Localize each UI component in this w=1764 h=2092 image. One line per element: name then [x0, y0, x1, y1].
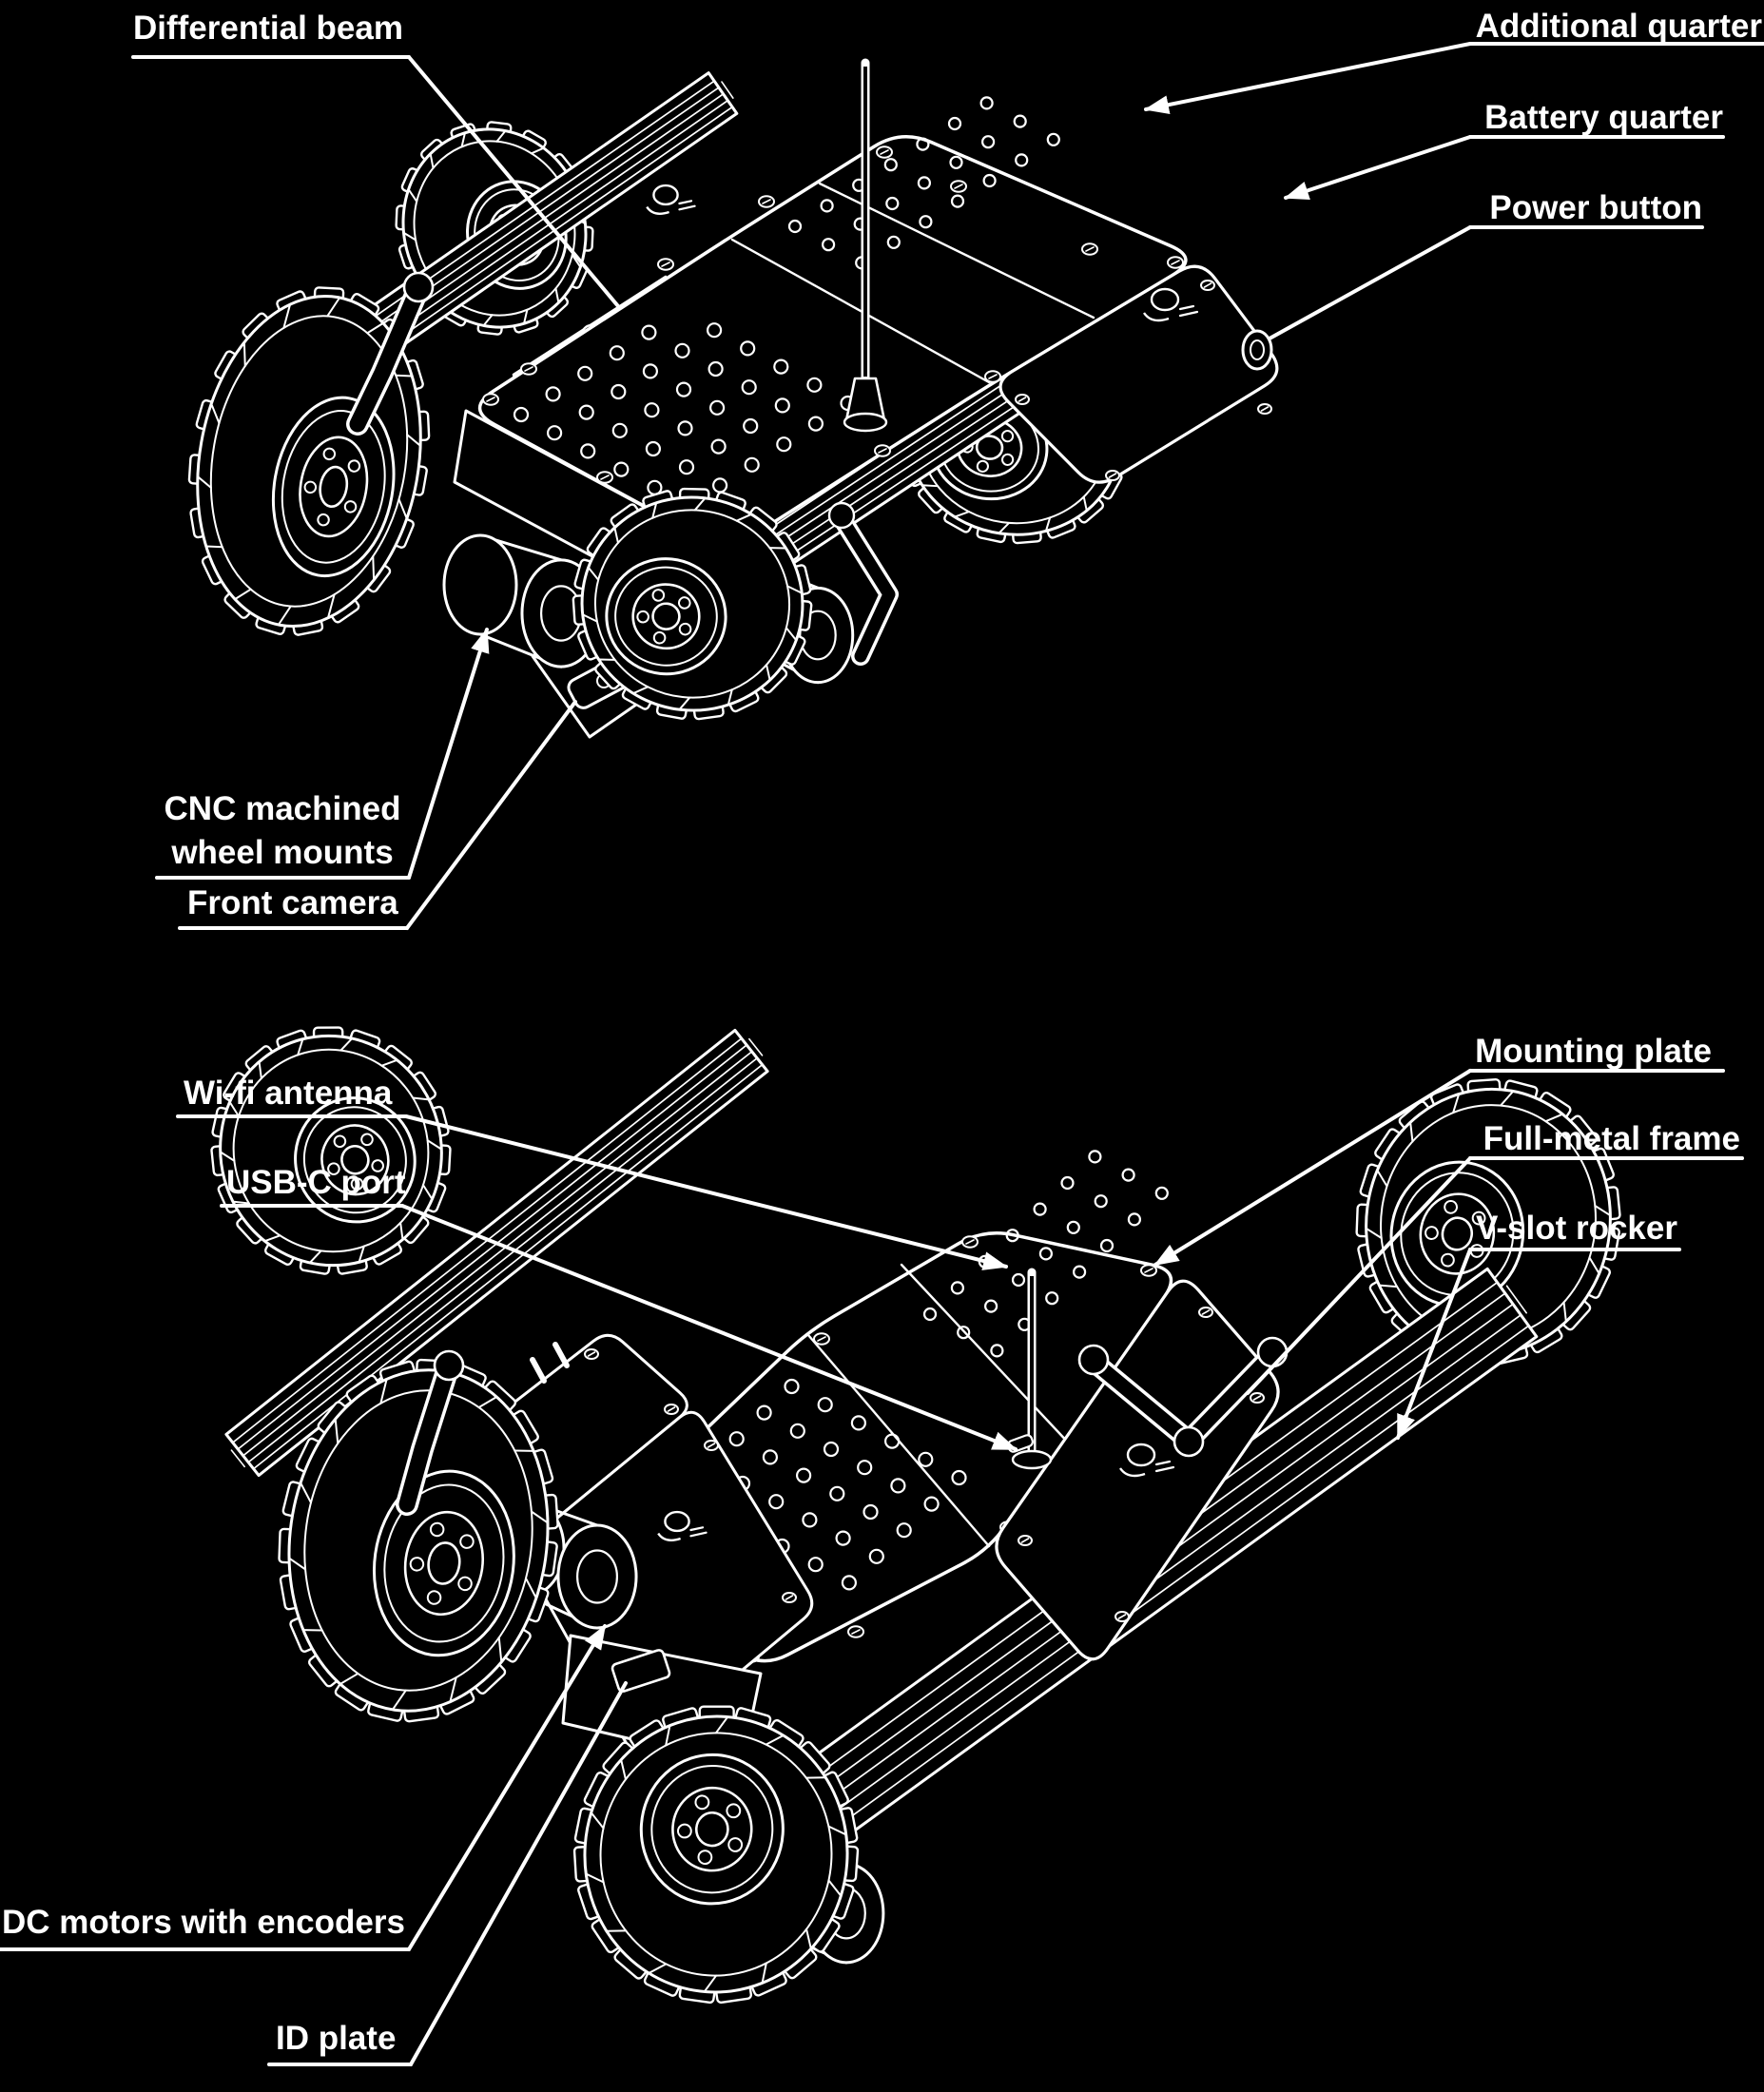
- label-cnc-machined-wheel-mounts: CNC machined wheel mounts: [165, 787, 401, 875]
- label-front-camera: Front camera: [187, 884, 398, 921]
- label-additional-quarter: Additional quarter: [1475, 8, 1762, 45]
- label-dc-motors-with-encoders: DC motors with encoders: [2, 1904, 405, 1941]
- label-usb-c-port: USB-C port: [226, 1164, 406, 1201]
- label-battery-quarter: Battery quarter: [1484, 99, 1723, 136]
- label-mounting-plate: Mounting plate: [1475, 1033, 1712, 1070]
- label-differential-beam: Differential beam: [133, 10, 403, 47]
- label-leader-lines: [0, 42, 1764, 2066]
- label-power-button: Power button: [1489, 189, 1702, 226]
- label-full-metal-frame: Full-metal frame: [1483, 1120, 1740, 1157]
- label-id-plate: ID plate: [276, 2020, 397, 2057]
- label-cnc-machined-line1: CNC machined: [164, 790, 401, 827]
- label-v-slot-rocker: V-slot rocker: [1475, 1210, 1677, 1247]
- rover-bottom-view-illustration: [210, 1026, 1621, 2005]
- rover-top-view-illustration: [187, 58, 1279, 739]
- label-wifi-antenna: Wi-fi antenna: [184, 1075, 393, 1112]
- label-cnc-machined-line2: wheel mounts: [171, 834, 394, 871]
